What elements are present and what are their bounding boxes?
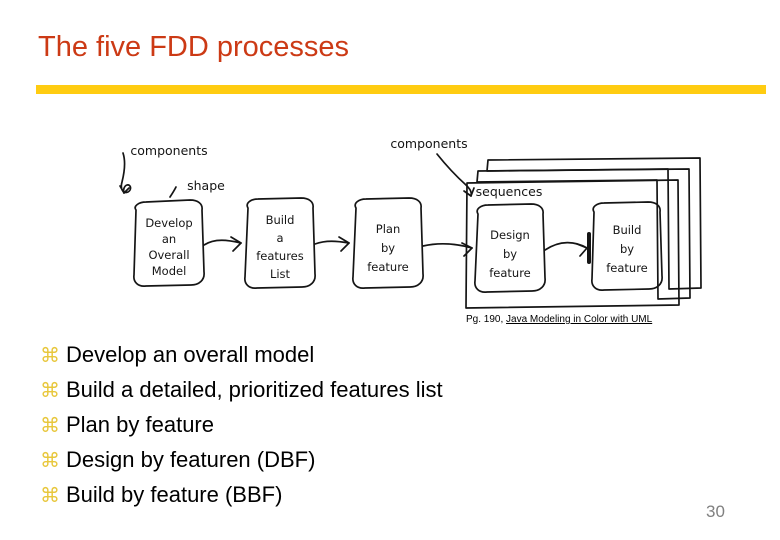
node-label-build-a-features-list: Build a features List	[256, 213, 304, 281]
svg-text:by: by	[620, 242, 634, 256]
svg-text:by: by	[381, 241, 395, 255]
node-build-by-feature	[591, 201, 663, 291]
list-item-label: Design by featuren (DBF)	[66, 447, 316, 472]
slide-page-number: 30	[706, 502, 725, 521]
svg-text:Overall: Overall	[148, 248, 189, 262]
fdd-process-diagram-svg: components shape components sequences De…	[119, 136, 702, 309]
arrow-1-to-2	[203, 236, 242, 252]
list-item: ⌘ Build a detailed, prioritized features…	[40, 377, 740, 412]
arrow-2-to-3	[314, 236, 350, 252]
svg-text:Build: Build	[266, 213, 295, 227]
annotation-label-components-right: components	[390, 136, 467, 151]
annotation-shape-pointer	[169, 186, 177, 198]
node-develop-an-overall-model	[133, 199, 205, 287]
annotation-components-right	[436, 153, 475, 197]
page-title: The five FDD processes	[38, 31, 350, 63]
list-item: ⌘ Design by featuren (DBF)	[40, 447, 740, 482]
node-plan-by-feature	[352, 197, 424, 289]
svg-text:List: List	[270, 267, 291, 281]
list-item-label: Plan by feature	[66, 412, 214, 437]
svg-text:Model: Model	[152, 264, 187, 278]
fdd-process-diagram: components shape components sequences De…	[0, 122, 780, 322]
annotation-label-shape: shape	[187, 178, 225, 193]
diagram-source-caption: Pg. 190, Java Modeling in Color with UML	[466, 314, 652, 326]
node-label-develop-an-overall-model: Develop an Overall Model	[145, 216, 192, 278]
node-build-a-features-list	[244, 197, 316, 289]
list-item: ⌘ Build by feature (BBF)	[40, 482, 740, 517]
list-item: ⌘ Plan by feature	[40, 412, 740, 447]
arrow-3-to-4	[422, 242, 473, 257]
list-item-label: Develop an overall model	[66, 342, 315, 367]
node-label-design-by-feature: Design by feature	[489, 228, 531, 280]
svg-text:Develop: Develop	[145, 216, 192, 230]
fdd-process-list: ⌘ Develop an overall model ⌘ Build a det…	[40, 342, 740, 517]
svg-text:feature: feature	[367, 260, 409, 274]
bullet-marker-icon: ⌘	[40, 448, 60, 472]
svg-text:features: features	[256, 249, 304, 263]
bullet-marker-icon: ⌘	[40, 483, 60, 507]
arrow-4-to-5	[544, 241, 588, 257]
list-item: ⌘ Develop an overall model	[40, 342, 740, 377]
svg-text:Build: Build	[613, 223, 642, 237]
caption-prefix: Pg. 190,	[466, 314, 507, 325]
svg-text:an: an	[162, 232, 176, 246]
node-label-plan-by-feature: Plan by feature	[367, 222, 409, 274]
annotation-components-left	[119, 152, 132, 194]
svg-text:feature: feature	[489, 266, 531, 280]
annotation-label-sequences: sequences	[476, 184, 543, 199]
svg-text:by: by	[503, 247, 517, 261]
bullet-marker-icon: ⌘	[40, 413, 60, 437]
sequences-stack	[465, 157, 702, 309]
bullet-marker-icon: ⌘	[40, 343, 60, 367]
sequences-stack-page-front	[465, 179, 680, 309]
title-underline-bar	[36, 85, 766, 94]
node-design-by-feature	[474, 203, 546, 293]
node-label-build-by-feature: Build by feature	[606, 223, 648, 275]
annotation-label-components-left: components	[130, 143, 207, 158]
list-item-label: Build by feature (BBF)	[66, 482, 283, 507]
svg-text:a: a	[276, 231, 283, 245]
svg-text:Plan: Plan	[376, 222, 400, 236]
sequences-stack-page-middle	[476, 168, 691, 300]
svg-text:Design: Design	[490, 228, 530, 242]
list-item-label: Build a detailed, prioritized features l…	[66, 377, 443, 402]
caption-book-title: Java Modeling in Color with UML	[506, 314, 653, 325]
bullet-marker-icon: ⌘	[40, 378, 60, 402]
svg-text:feature: feature	[606, 261, 648, 275]
